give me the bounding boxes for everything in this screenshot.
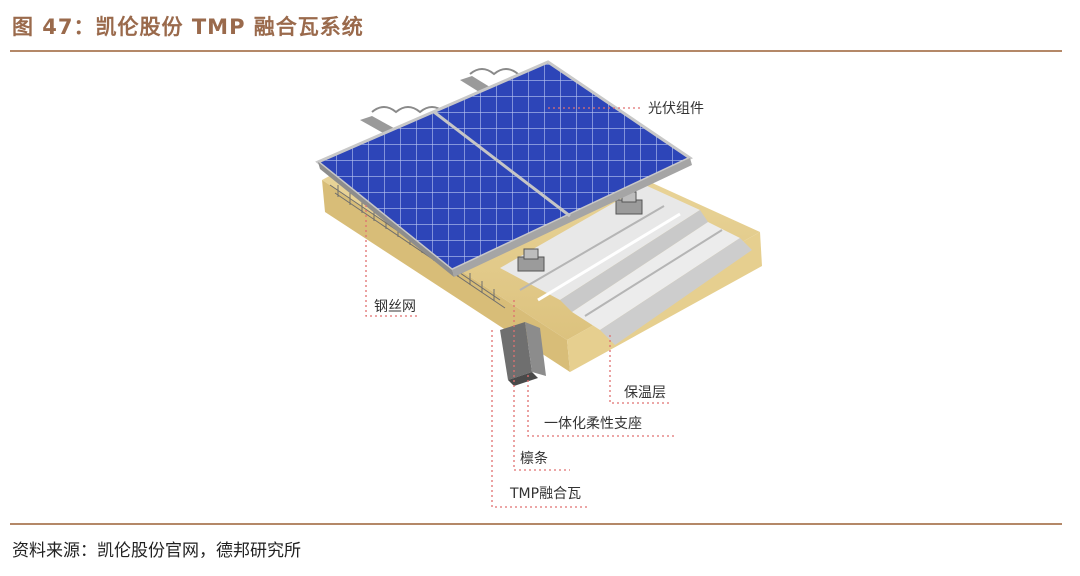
source-divider <box>10 523 1062 525</box>
label-tmp-tile: TMP融合瓦 <box>509 486 581 502</box>
label-steel-mesh: 钢丝网 <box>374 299 416 315</box>
flexible-supports <box>517 191 643 272</box>
leader-lines <box>365 107 676 508</box>
purlin <box>500 322 546 386</box>
label-purlin: 檩条 <box>520 450 548 467</box>
label-support: 一体化柔性支座 <box>544 416 642 432</box>
label-insulation: 保温层 <box>624 385 666 401</box>
figure-title: 图 47：凯伦股份 TMP 融合瓦系统 <box>12 15 364 39</box>
source-note: 资料来源：凯伦股份官网，德邦研究所 <box>12 541 301 561</box>
title-divider <box>10 50 1062 52</box>
pv-module <box>315 60 694 277</box>
tmp-tile-ribs <box>500 185 752 345</box>
label-pv-module: 光伏组件 <box>648 101 704 117</box>
